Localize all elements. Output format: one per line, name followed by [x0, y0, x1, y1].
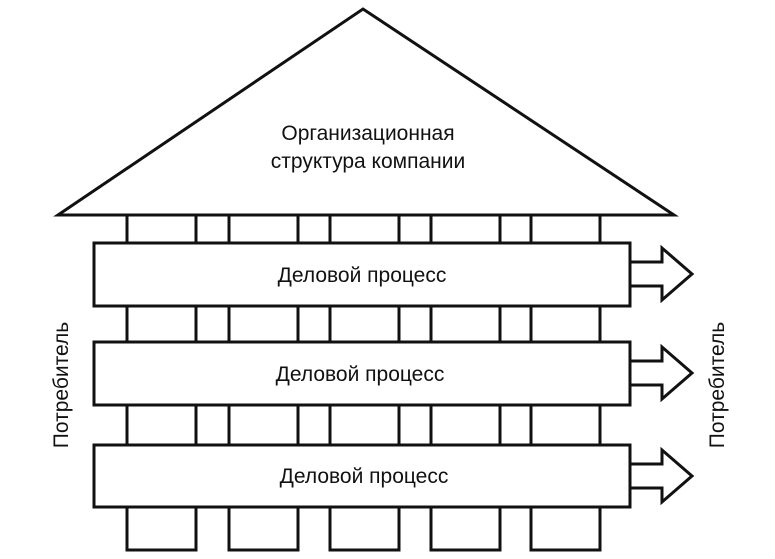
pillar-2-segment-bottom: [227, 505, 300, 552]
pillar-3-segment-bottom: [328, 505, 401, 552]
pillar-5-segment-3: [529, 403, 602, 447]
roof-triangle: [53, 7, 679, 217]
roof-title-line-2: структура компании: [271, 150, 465, 173]
process-bar-1: [92, 241, 632, 308]
pillar-1-segment-bottom: [125, 505, 198, 552]
pillar-2-segment-2: [227, 304, 300, 344]
consumer-label-right: Потребитель: [706, 322, 729, 448]
process-label-1: Деловой процесс: [278, 264, 447, 287]
arrow-right-icon: [628, 244, 695, 304]
pillar-3-segment-3: [328, 403, 401, 447]
process-label-2: Деловой процесс: [276, 363, 445, 386]
pillar-4-segment-bottom: [429, 505, 502, 552]
roof-title-line-1: Организационная: [281, 122, 454, 145]
pillar-1-segment-2: [125, 304, 198, 344]
consumer-label-left: Потребитель: [50, 322, 73, 448]
pillar-5-segment-bottom: [529, 505, 602, 552]
pillar-2-segment-3: [227, 403, 300, 447]
pillar-4-segment-2: [429, 304, 502, 344]
process-bar-3: [92, 443, 632, 509]
arrow-right-icon: [628, 343, 695, 403]
process-bar-2: [92, 340, 632, 407]
arrow-right-icon: [628, 446, 695, 506]
pillar-4-segment-3: [429, 403, 502, 447]
process-label-3: Деловой процесс: [280, 465, 449, 488]
pillar-5-segment-2: [529, 304, 602, 344]
pillar-1-segment-3: [125, 403, 198, 447]
pillar-3-segment-2: [328, 304, 401, 344]
